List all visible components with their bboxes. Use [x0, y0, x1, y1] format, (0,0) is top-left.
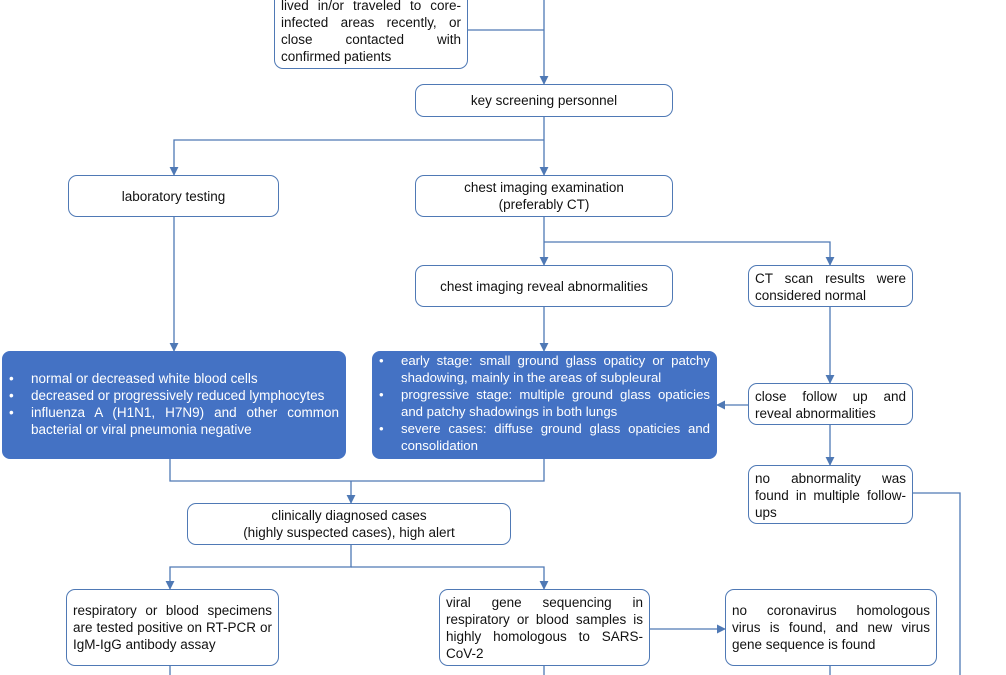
imaging-finding-item: early stage: small ground glass opaticy …: [373, 352, 710, 386]
node-no-coronavirus-text: no coronavirus homologous virus is found…: [732, 603, 930, 652]
node-no-abnormality: no abnormality was found in multiple fol…: [748, 465, 913, 524]
node-chest-imaging: chest imaging examination (preferably CT…: [415, 175, 673, 217]
node-laboratory-testing-text: laboratory testing: [121, 188, 226, 204]
node-no-coronavirus: no coronavirus homologous virus is found…: [725, 589, 937, 666]
node-follow-up-text: close follow up and reveal abnormalities: [755, 389, 906, 421]
node-exposure-text: lived in/or traveled to core-infected ar…: [281, 0, 461, 64]
lab-finding-item: decreased or progressively reduced lymph…: [3, 387, 339, 404]
edge-noabnormality-down: [913, 492, 961, 675]
edge-screening-to-lab: [169, 139, 544, 176]
node-specimens-positive-text: respiratory or blood specimens are teste…: [73, 603, 272, 652]
edge-clinical-to-sequencing: [351, 566, 549, 590]
node-clinically-diagnosed: clinically diagnosed cases (highly suspe…: [187, 503, 511, 545]
imaging-finding-item: progressive stage: multiple ground glass…: [373, 386, 710, 420]
node-exposure: lived in/or traveled to core-infected ar…: [274, 0, 468, 69]
node-laboratory-testing: laboratory testing: [68, 175, 279, 217]
node-no-abnormality-text: no abnormality was found in multiple fol…: [755, 471, 906, 520]
node-key-screening-text: key screening personnel: [470, 93, 618, 108]
node-lab-findings: normal or decreased white blood cells de…: [2, 351, 346, 459]
node-imaging-abnormal-text: chest imaging reveal abnormalities: [440, 278, 648, 294]
lab-finding-item: normal or decreased white blood cells: [3, 370, 339, 387]
lab-finding-item: influenza A (H1N1, H7N9) and other commo…: [3, 404, 339, 438]
node-chest-imaging-line2: (preferably CT): [498, 197, 590, 212]
node-key-screening: key screening personnel: [415, 84, 673, 117]
imaging-finding-item: severe cases: diffuse ground glass opati…: [373, 420, 710, 454]
node-ct-normal-text: CT scan results were considered normal: [755, 271, 906, 303]
node-follow-up: close follow up and reveal abnormalities: [748, 383, 913, 425]
node-imaging-abnormal: chest imaging reveal abnormalities: [415, 265, 673, 307]
node-imaging-findings: early stage: small ground glass opaticy …: [372, 351, 717, 459]
node-clinically-diagnosed-line2: (highly suspected cases), high alert: [243, 525, 455, 540]
node-viral-sequencing: viral gene sequencing in respiratory or …: [439, 589, 650, 666]
node-viral-sequencing-text: viral gene sequencing in respiratory or …: [446, 595, 643, 661]
edge-clinical-split: [165, 545, 352, 590]
edge-imaging-to-normal: [544, 241, 835, 266]
node-ct-normal: CT scan results were considered normal: [748, 265, 913, 307]
node-specimens-positive: respiratory or blood specimens are teste…: [66, 589, 279, 666]
edge-lab-findings-merge: [169, 459, 545, 482]
node-chest-imaging-line1: chest imaging examination: [464, 180, 624, 195]
node-clinically-diagnosed-line1: clinically diagnosed cases: [271, 508, 427, 523]
